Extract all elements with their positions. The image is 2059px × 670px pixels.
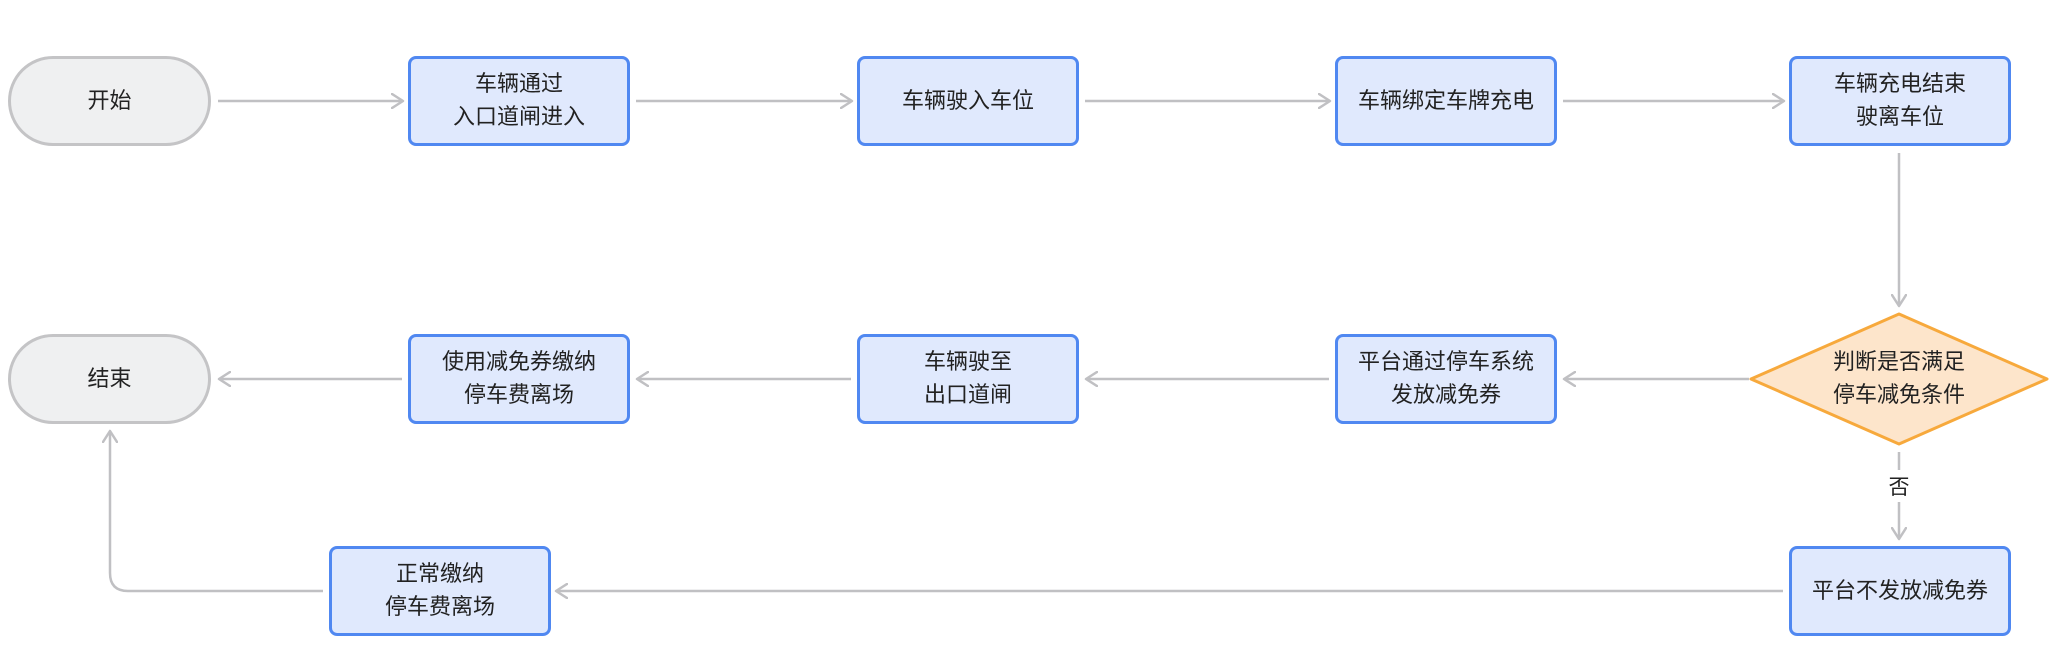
charge-done-node: 车辆充电结束 驶离车位 — [1789, 56, 2011, 146]
end-node: 结束 — [8, 334, 211, 424]
no-branch-label: 否 — [1883, 470, 1915, 502]
bind-plate-node: 车辆绑定车牌充电 — [1335, 56, 1557, 146]
arrow-normal-pay-to-end — [110, 432, 323, 593]
issue-coupon-node: 平台通过停车系统 发放减免券 — [1335, 334, 1557, 424]
use-coupon-node: 使用减免券缴纳 停车费离场 — [408, 334, 630, 424]
park-node: 车辆驶入车位 — [857, 56, 1079, 146]
decision-diamond — [1749, 312, 2049, 446]
start-node: 开始 — [8, 56, 211, 146]
no-coupon-node: 平台不发放减免券 — [1789, 546, 2011, 636]
enter-gate-node: 车辆通过 入口道闸进入 — [408, 56, 630, 146]
decision-label: 判断是否满足 停车减免条件 — [1832, 350, 1965, 408]
normal-pay-node: 正常缴纳 停车费离场 — [329, 546, 551, 636]
to-exit-node: 车辆驶至 出口道闸 — [857, 334, 1079, 424]
